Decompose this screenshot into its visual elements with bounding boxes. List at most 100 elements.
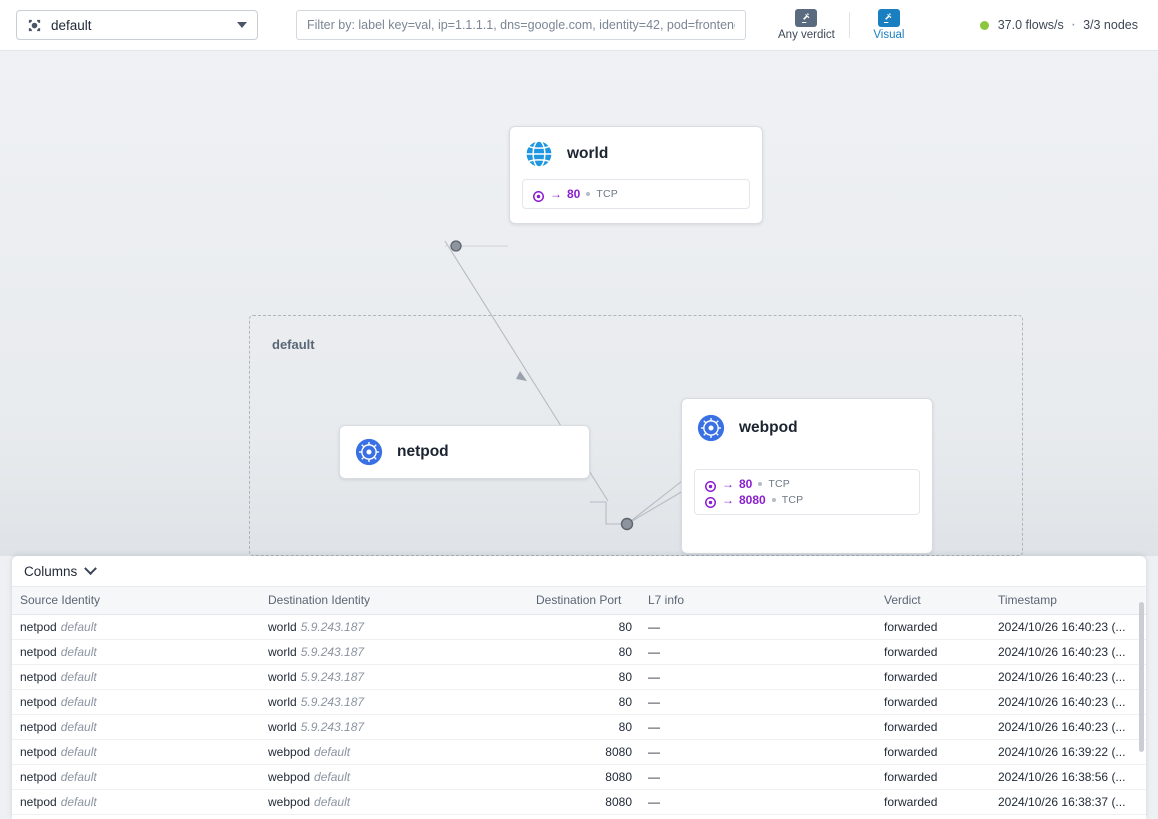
port-number: 8080 xyxy=(739,493,766,507)
status-separator: · xyxy=(1070,16,1077,33)
port-protocol: TCP xyxy=(596,188,618,200)
col-verdict[interactable]: Verdict xyxy=(876,586,990,615)
cell-verdict: forwarded xyxy=(876,764,990,790)
destination-name: world xyxy=(268,645,297,659)
source-namespace: default xyxy=(60,770,97,784)
col-timestamp[interactable]: Timestamp xyxy=(990,586,1146,615)
table-row[interactable]: netpoddefaultwebpoddefault8080—forwarded… xyxy=(12,814,1146,819)
cell-timestamp: 2024/10/26 16:40:23 (... xyxy=(990,614,1146,640)
visual-button[interactable]: Visual xyxy=(854,9,924,41)
chevron-down-icon xyxy=(237,22,247,28)
cell-timestamp: 2024/10/26 16:40:23 (... xyxy=(990,639,1146,665)
port-target-icon xyxy=(704,479,717,492)
namespace-icon xyxy=(27,18,42,33)
globe-icon xyxy=(524,139,554,169)
node-world[interactable]: world → 80 TCP xyxy=(509,126,763,224)
destination-name: world xyxy=(268,670,297,684)
cell-verdict: forwarded xyxy=(876,689,990,715)
source-namespace: default xyxy=(60,695,97,709)
node-world-header: world xyxy=(510,127,762,179)
port-protocol: TCP xyxy=(781,494,804,506)
destination-namespace: default xyxy=(314,795,351,809)
cell-l7-info: — xyxy=(640,814,876,819)
source-namespace: default xyxy=(60,720,97,734)
filter-input[interactable] xyxy=(296,10,746,40)
destination-namespace: 5.9.243.187 xyxy=(300,670,365,684)
flows-panel-header: Columns xyxy=(12,556,1146,586)
source-name: netpod xyxy=(20,620,57,634)
columns-button[interactable]: Columns xyxy=(24,561,98,579)
cell-timestamp: 2024/10/26 16:38:37 (... xyxy=(990,814,1146,819)
port-row[interactable]: → 80 TCP xyxy=(704,477,909,492)
destination-name: world xyxy=(268,695,297,709)
kubernetes-icon xyxy=(354,437,384,467)
port-number: 80 xyxy=(567,187,581,201)
port-number: 80 xyxy=(739,477,753,491)
col-source-identity[interactable]: Source Identity xyxy=(12,586,260,615)
destination-namespace: default xyxy=(314,745,351,759)
namespace-selector[interactable]: default xyxy=(16,10,258,40)
toolbar-buttons: Any verdict Visual xyxy=(768,9,924,41)
destination-namespace: default xyxy=(314,770,351,784)
node-webpod[interactable]: webpod → 80 TCP xyxy=(681,398,933,554)
col-l7-info[interactable]: L7 info xyxy=(640,586,876,615)
cell-l7-info: — xyxy=(640,714,876,740)
destination-namespace: 5.9.243.187 xyxy=(300,645,365,659)
kubernetes-icon xyxy=(696,413,726,443)
flows-scrollbar[interactable] xyxy=(1139,602,1144,752)
port-row[interactable]: → 80 TCP xyxy=(532,187,739,202)
source-name: netpod xyxy=(20,795,57,809)
cell-timestamp: 2024/10/26 16:40:23 (... xyxy=(990,714,1146,740)
cell-destination-port: 8080 xyxy=(528,814,640,819)
cell-verdict: forwarded xyxy=(876,639,990,665)
cell-timestamp: 2024/10/26 16:38:37 (... xyxy=(990,789,1146,815)
node-netpod[interactable]: netpod xyxy=(339,425,590,479)
cell-destination-port: 80 xyxy=(528,614,640,640)
cell-l7-info: — xyxy=(640,739,876,765)
source-name: netpod xyxy=(20,645,57,659)
cell-verdict: forwarded xyxy=(876,714,990,740)
cell-l7-info: — xyxy=(640,664,876,690)
namespace-selector-value: default xyxy=(51,17,92,33)
status-indicator: 37.0 flows/s · 3/3 nodes xyxy=(979,16,1142,34)
source-namespace: default xyxy=(60,670,97,684)
any-verdict-button[interactable]: Any verdict xyxy=(768,9,845,41)
destination-name: webpod xyxy=(268,745,311,759)
port-row[interactable]: → 8080 TCP xyxy=(704,493,909,508)
cell-destination-port: 8080 xyxy=(528,739,640,765)
columns-button-label: Columns xyxy=(24,563,78,579)
port-target-icon xyxy=(704,495,717,508)
cell-verdict: forwarded xyxy=(876,789,990,815)
service-map-canvas[interactable]: default world xyxy=(0,51,1158,556)
flows-table: Source Identity Destination Identity Des… xyxy=(12,586,1146,819)
col-destination-identity[interactable]: Destination Identity xyxy=(260,586,528,615)
cell-verdict: forwarded xyxy=(876,814,990,819)
destination-namespace: 5.9.243.187 xyxy=(300,620,365,634)
cell-timestamp: 2024/10/26 16:40:23 (... xyxy=(990,664,1146,690)
node-netpod-title: netpod xyxy=(397,443,449,460)
arrow-right-icon: → xyxy=(550,187,562,201)
namespace-box-label: default xyxy=(272,337,315,352)
col-destination-port[interactable]: Destination Port xyxy=(528,586,640,615)
node-webpod-title: webpod xyxy=(739,419,798,436)
flows-table-head: Source Identity Destination Identity Des… xyxy=(12,586,1146,615)
cell-l7-info: — xyxy=(640,789,876,815)
